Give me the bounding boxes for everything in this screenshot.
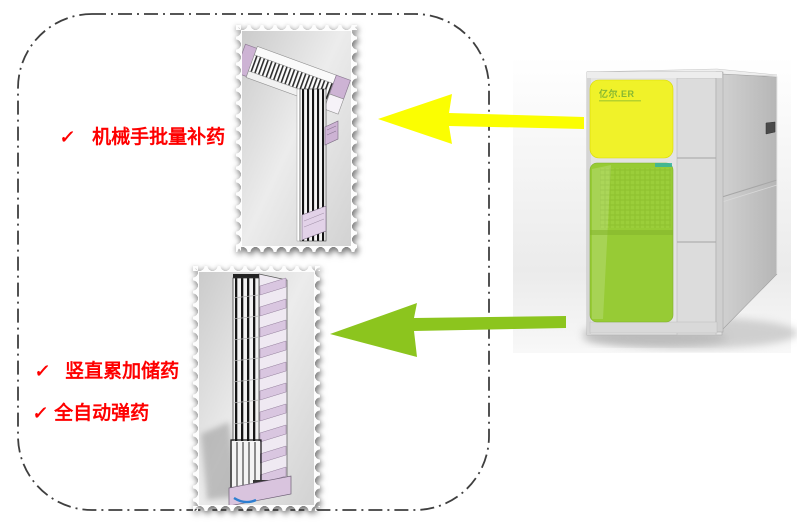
dispense-base-unit: [228, 439, 292, 505]
feature-text: 机械手批量补药: [92, 127, 226, 148]
storage-column-body: [232, 273, 288, 489]
storage-column-illustration: [199, 272, 314, 505]
check-icon: ✓: [33, 361, 52, 381]
detail-photo-storage-column: [193, 266, 320, 511]
feature-label-storage: ✓ 竖直累加储药: [33, 360, 180, 383]
stamp-border: [236, 25, 357, 252]
feature-label-dispense: ✓全自动弹药: [31, 402, 150, 425]
refill-module-illustration: [242, 31, 351, 246]
refill-tray-assembly: [242, 43, 351, 115]
check-icon: ✓: [58, 127, 77, 147]
check-icon: ✓: [31, 403, 50, 423]
stamp-border: [193, 266, 320, 511]
machine-photo: 亿尔.ER: [505, 45, 797, 360]
brand-logo: 亿尔.ER: [599, 88, 635, 99]
detail-photo-refill-module: [236, 25, 357, 252]
refill-vertical-column: [296, 88, 339, 242]
column-shadow: [201, 422, 239, 500]
blue-dispense-slide: [233, 496, 257, 504]
side-vent-slot: [765, 121, 776, 135]
feature-label-refill: ✓ 机械手批量补药: [58, 126, 226, 149]
machine-yellow-panel: [589, 79, 674, 159]
feature-text: 竖直累加储药: [65, 361, 180, 382]
feature-text: 全自动弹药: [54, 403, 150, 424]
cabinet: 亿尔.ER: [586, 68, 778, 336]
